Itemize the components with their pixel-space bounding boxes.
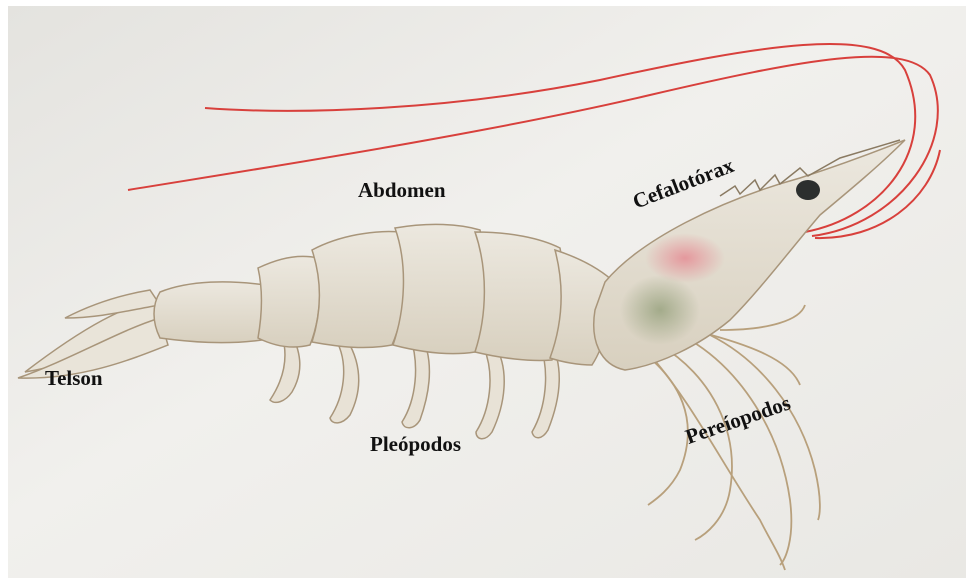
eye bbox=[796, 180, 820, 200]
label-telson: Telson bbox=[45, 368, 103, 389]
label-abdomen: Abdomen bbox=[358, 180, 446, 201]
label-pleopods: Pleópodos bbox=[370, 434, 461, 455]
